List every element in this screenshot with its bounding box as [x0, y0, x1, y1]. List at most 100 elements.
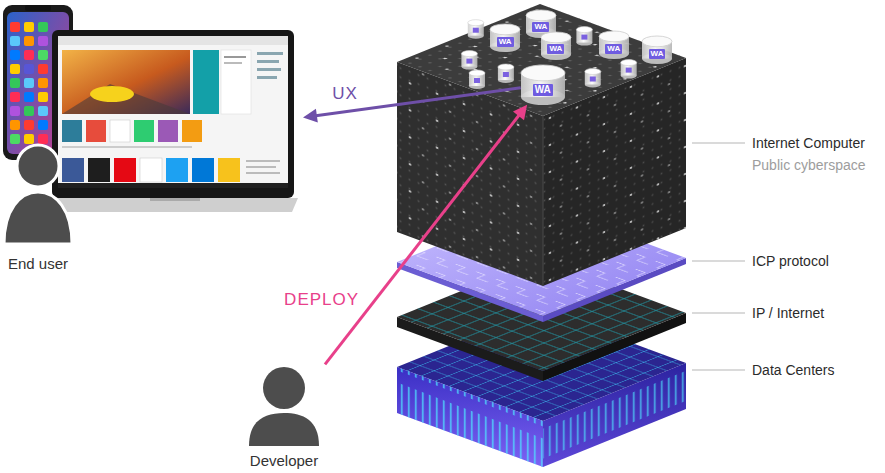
- canister-label: WA: [649, 49, 666, 59]
- canister-label: WA: [533, 84, 553, 96]
- laptop-illustration: [58, 36, 288, 45]
- laptop-illustration: [246, 160, 280, 162]
- data-center-layer: [543, 363, 686, 467]
- end-user-figure: [4, 192, 72, 244]
- laptop-illustration: [62, 120, 82, 142]
- app-icons: [24, 120, 34, 130]
- canister-label: WA: [605, 44, 622, 54]
- app-icons: [10, 92, 20, 102]
- app-icons: [38, 36, 48, 46]
- laptop-illustration: [58, 183, 288, 188]
- laptop-illustration: [257, 68, 281, 71]
- laptop-illustration: [221, 50, 251, 114]
- layer-label: Data Centers: [752, 362, 834, 379]
- laptop-illustration: [218, 158, 240, 182]
- app-icons: [10, 134, 20, 144]
- app-icons: [24, 134, 34, 144]
- canister-node: WA: [490, 24, 520, 52]
- laptop-illustration: [257, 60, 279, 63]
- app-icons: [10, 36, 20, 46]
- laptop-illustration: [62, 158, 84, 182]
- developer-node: Developer: [243, 364, 325, 470]
- data-center-layer: [397, 367, 543, 467]
- laptop-illustration: [58, 36, 288, 188]
- layer-label: ICP protocol: [752, 253, 829, 270]
- canister-top: [526, 10, 556, 21]
- phone-illustration: [25, 5, 51, 11]
- app-icons: [38, 22, 48, 32]
- leader-lines: [692, 143, 745, 144]
- app-icons: [10, 50, 20, 60]
- internet-computer-cube: [397, 4, 686, 286]
- app-icons: [38, 78, 48, 88]
- arrow-head: [513, 105, 527, 120]
- canister-label: WA: [532, 22, 549, 32]
- leader-lines: [692, 143, 745, 370]
- canister-node: WA: [521, 65, 565, 105]
- app-icons: [24, 36, 34, 46]
- edge-label: UX: [330, 84, 360, 104]
- app-icons: [38, 50, 48, 60]
- laptop-illustration: [42, 30, 298, 212]
- laptop-illustration: [193, 50, 219, 114]
- small-canisters: [576, 27, 592, 46]
- connector-line: [325, 113, 520, 364]
- app-icons: [24, 92, 34, 102]
- laptop-illustration: [62, 146, 192, 148]
- laptop-illustration: [246, 172, 280, 174]
- app-icons: [24, 78, 34, 88]
- app-icons: [10, 64, 20, 74]
- canister-label: WA: [497, 37, 514, 47]
- canister-node: WA: [642, 36, 672, 64]
- developer-figure: [249, 367, 319, 446]
- leader-lines: [692, 370, 745, 371]
- node-label: Developer: [250, 452, 318, 470]
- laptop-illustration: [90, 86, 134, 102]
- app-icons: [10, 22, 48, 144]
- small-canisters: [498, 64, 514, 83]
- laptop-illustration: [62, 84, 190, 114]
- data-center-layer: [543, 363, 686, 467]
- canister-top: [490, 24, 520, 35]
- app-icons: [38, 64, 48, 74]
- layer-label: Internet Computer: [752, 135, 865, 152]
- canister-node: WA: [541, 32, 571, 60]
- laptop-illustration: [52, 30, 294, 198]
- canister-top: [599, 31, 629, 42]
- layer-label: Public cyberspace: [752, 157, 866, 174]
- laptop-illustration: [42, 198, 298, 212]
- end-user-node: End user: [3, 3, 303, 273]
- app-icons: [24, 64, 34, 74]
- end-user-figure: [4, 145, 72, 244]
- laptop-illustration: [86, 120, 106, 142]
- small-canisters: [461, 51, 477, 70]
- data-center-layer: [397, 367, 543, 467]
- app-icons: [24, 50, 34, 60]
- canister-top: [541, 32, 571, 43]
- leader-lines: [692, 313, 745, 314]
- leader-lines: [692, 261, 745, 262]
- laptop-illustration: [88, 158, 110, 182]
- node-label: End user: [8, 255, 68, 273]
- laptop-illustration: [166, 158, 188, 182]
- app-icons: [24, 22, 34, 32]
- app-icons: [38, 92, 48, 102]
- arrow-head: [303, 109, 318, 123]
- laptop-illustration: [62, 50, 190, 114]
- app-icons: [10, 106, 20, 116]
- small-canisters: [468, 20, 484, 39]
- app-icons: [38, 134, 48, 144]
- edge-label: DEPLOY: [282, 290, 361, 310]
- developer-figure: [249, 413, 319, 446]
- laptop-illustration: [224, 56, 246, 58]
- app-icons: [10, 78, 20, 88]
- laptop-illustration: [150, 198, 200, 201]
- canister-label: WA: [547, 44, 564, 54]
- laptop-illustration: [110, 120, 130, 142]
- canister-node: WA: [599, 31, 629, 59]
- app-icons: [38, 106, 48, 116]
- laptop-illustration: [192, 158, 214, 182]
